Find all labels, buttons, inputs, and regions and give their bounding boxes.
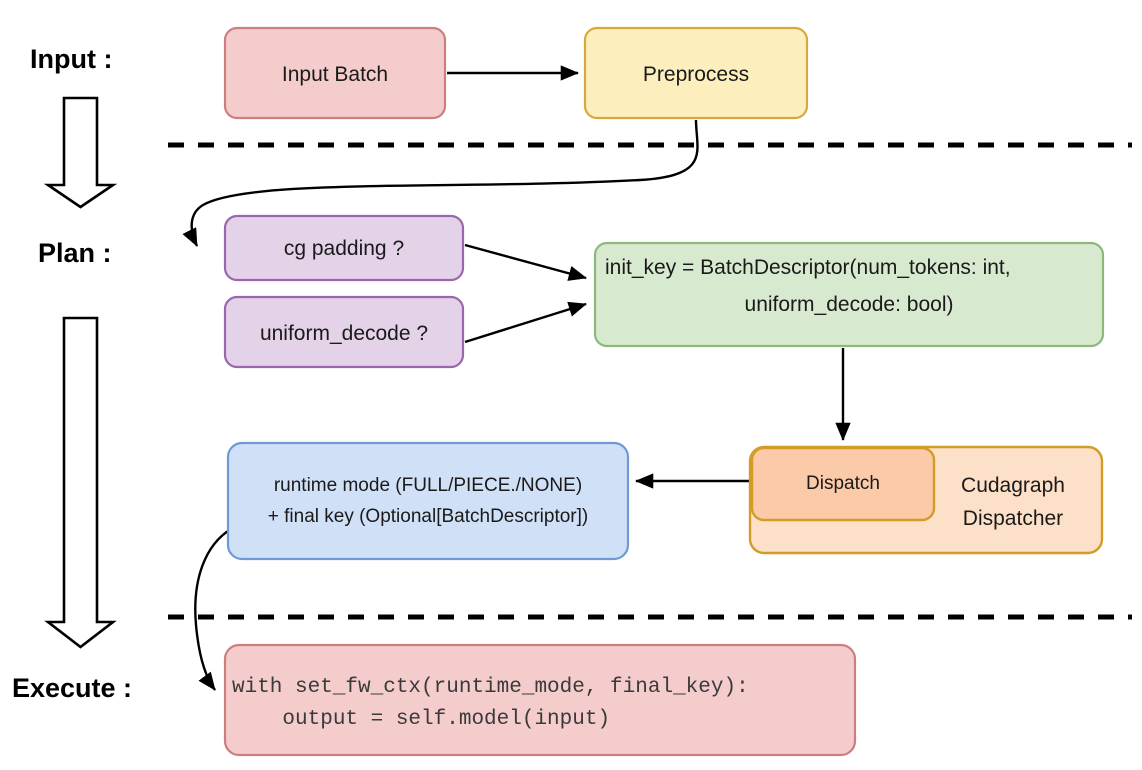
preprocess-label: Preprocess <box>643 63 749 86</box>
dispatch-label: Dispatch <box>806 473 880 494</box>
execute-code-line1: with set_fw_ctx(runtime_mode, final_key)… <box>232 676 749 699</box>
node-preprocess[interactable]: Preprocess <box>583 26 809 120</box>
edge-preprocess-to-cg-padding <box>182 119 699 247</box>
dispatch-shape <box>750 446 936 522</box>
execute-code-shape <box>223 643 857 757</box>
cg-padding-label: cg padding ? <box>284 237 404 260</box>
preprocess-shape <box>583 26 809 120</box>
init-key-label-line1: init_key = BatchDescriptor(num_tokens: i… <box>605 256 1011 279</box>
node-dispatch[interactable]: Dispatch <box>750 446 936 522</box>
runtime-mode-shape <box>226 441 630 561</box>
init-key-label-line2: uniform_decode: bool) <box>745 293 954 316</box>
input-batch-label: Input Batch <box>282 63 388 86</box>
stage-label-input: Input : <box>30 44 112 74</box>
node-cg-padding[interactable]: cg padding ? <box>223 214 465 282</box>
node-init-key[interactable]: init_key = BatchDescriptor(num_tokens: i… <box>593 241 1105 348</box>
edge-uniform-decode-to-init-key <box>464 301 587 344</box>
uniform-decode-shape <box>223 295 465 369</box>
node-execute-code[interactable]: with set_fw_ctx(runtime_mode, final_key)… <box>223 643 857 757</box>
cudagraph-dispatcher-label-line2: Dispatcher <box>963 507 1063 530</box>
input-batch-shape <box>223 26 447 120</box>
execute-code-line2: output = self.model(input) <box>232 708 610 731</box>
cudagraph-dispatcher-label-line1: Cudagraph <box>961 474 1065 497</box>
runtime-mode-label-line2: + final key (Optional[BatchDescriptor]) <box>268 506 589 527</box>
stage-label-execute: Execute : <box>12 673 132 703</box>
runtime-mode-label-line1: runtime mode (FULL/PIECE./NONE) <box>274 475 582 496</box>
cg-padding-shape <box>223 214 465 282</box>
stage-label-plan: Plan : <box>38 238 112 268</box>
input-to-plan-arrow <box>43 96 118 209</box>
edge-runtime-mode-to-execute-code <box>194 527 232 691</box>
uniform-decode-label: uniform_decode ? <box>260 322 428 345</box>
node-input-batch[interactable]: Input Batch <box>223 26 447 120</box>
node-runtime-mode[interactable]: runtime mode (FULL/PIECE./NONE) + final … <box>226 441 630 561</box>
init-key-shape <box>593 241 1105 348</box>
edge-cg-padding-to-init-key <box>464 243 587 281</box>
node-uniform-decode[interactable]: uniform_decode ? <box>223 295 465 369</box>
plan-to-execute-arrow <box>44 316 117 649</box>
